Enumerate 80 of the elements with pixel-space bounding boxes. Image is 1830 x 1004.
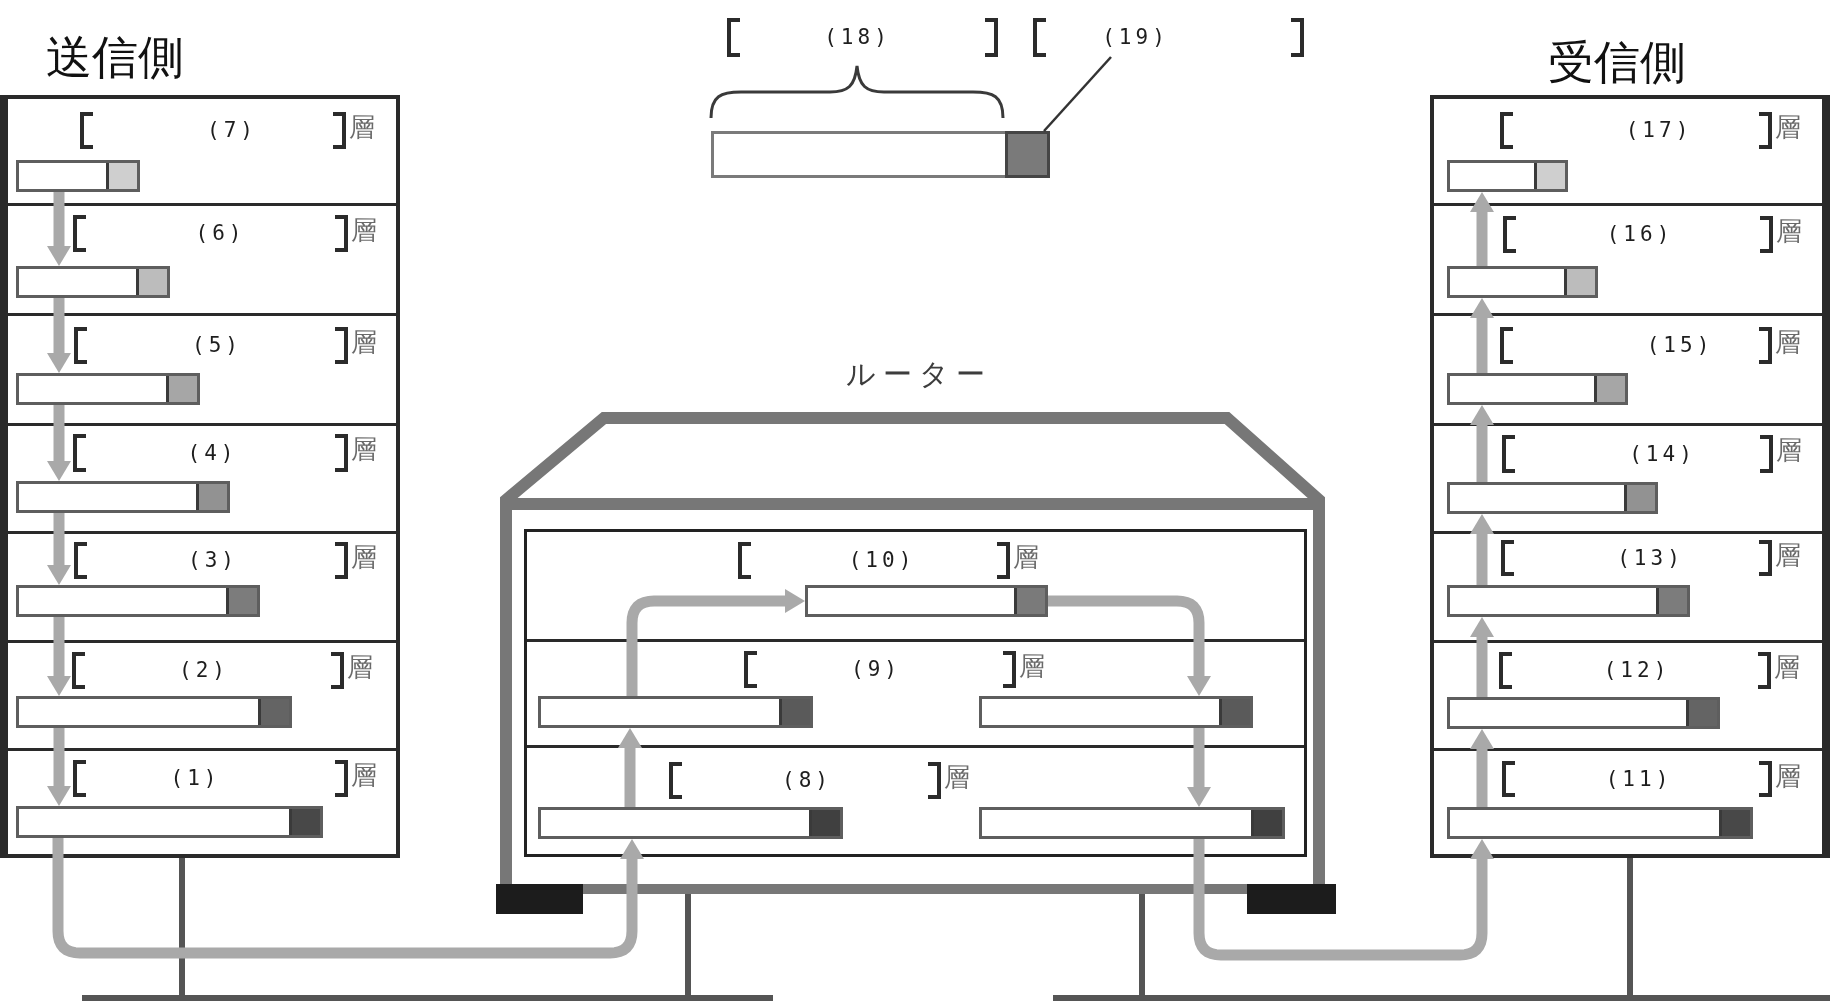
- flow-arrow: [618, 728, 642, 807]
- packet-bar: [16, 481, 230, 513]
- packet-bar: [1447, 585, 1690, 617]
- layer-label: 層: [944, 764, 970, 790]
- layer-label: 層: [1774, 654, 1800, 680]
- layer-label: 層: [1776, 437, 1802, 463]
- layer-frame: [524, 529, 1307, 857]
- flow-arrow: [47, 298, 71, 373]
- answer-box: (4): [73, 434, 348, 472]
- answer-box: (17): [1500, 112, 1772, 149]
- answer-box: (10): [738, 542, 1010, 579]
- flow-arrow: [47, 513, 71, 585]
- flow-arrow: [1470, 729, 1494, 807]
- packet-bar: [805, 585, 1048, 617]
- packet-bar: [979, 696, 1253, 728]
- flow-arrow: [1470, 405, 1494, 482]
- flow-arrow: [1187, 728, 1211, 807]
- layer-label: 層: [1775, 114, 1801, 140]
- packet-bar: [16, 806, 323, 838]
- answer-box: (13): [1501, 540, 1772, 576]
- packet-bar: [1447, 266, 1598, 298]
- layer-label: 層: [1775, 763, 1801, 789]
- layer-label: 層: [1776, 218, 1802, 244]
- flow-arrow: [47, 728, 71, 806]
- answer-box: (5): [74, 327, 348, 364]
- flow-arrow: [52, 838, 644, 959]
- layer-label: 層: [1019, 653, 1045, 679]
- answer-box: (19): [1033, 18, 1304, 57]
- packet-bar: [16, 266, 170, 298]
- layer-label: 層: [349, 114, 375, 140]
- answer-box: (1): [73, 760, 348, 797]
- layer-label: 層: [351, 436, 377, 462]
- answer-box: (15): [1500, 327, 1772, 364]
- packet-bar: [711, 131, 1050, 178]
- layer-label: 層: [351, 544, 377, 570]
- packet-bar: [538, 807, 843, 839]
- flow-arrow: [626, 589, 805, 696]
- answer-box: (18): [727, 18, 998, 57]
- answer-box: (12): [1499, 652, 1771, 689]
- layer-label: 層: [1013, 544, 1039, 570]
- flow-arrow: [47, 617, 71, 696]
- answer-box: (9): [744, 651, 1016, 688]
- layer-label: 層: [351, 217, 377, 243]
- packet-bar: [16, 160, 140, 192]
- packet-bar: [1447, 482, 1658, 514]
- flow-arrow: [1470, 617, 1494, 697]
- packet-bar: [16, 585, 260, 617]
- answer-box: (8): [669, 762, 941, 799]
- packet-bar: [16, 373, 200, 405]
- flow-arrow: [47, 405, 71, 481]
- stack-heading: 受信側: [1548, 39, 1686, 85]
- answer-box: (6): [73, 215, 348, 252]
- flow-arrow: [1470, 192, 1494, 266]
- answer-box: (16): [1503, 216, 1773, 253]
- packet-bar: [1447, 697, 1720, 729]
- packet-bar: [1447, 160, 1568, 192]
- packet-bar: [538, 696, 813, 728]
- layer-label: 層: [351, 329, 377, 355]
- header-block: [1005, 131, 1050, 178]
- flow-arrow: [1470, 514, 1494, 585]
- answer-box: (2): [72, 652, 344, 689]
- layer-label: 層: [1775, 542, 1801, 568]
- flow-arrow: [1193, 839, 1494, 961]
- packet-bar: [979, 807, 1285, 839]
- flow-arrow: [47, 192, 71, 266]
- router-heading: ルーター: [846, 360, 992, 389]
- layer-label: 層: [1775, 329, 1801, 355]
- stack-heading: 送信側: [46, 34, 184, 80]
- answer-box: (3): [74, 542, 348, 579]
- answer-box: (14): [1502, 435, 1773, 473]
- leader-line: [1043, 56, 1112, 132]
- answer-box: (7): [80, 112, 346, 149]
- packet-bar: [16, 696, 292, 728]
- flow-arrow: [1048, 595, 1211, 696]
- answer-box: (11): [1502, 761, 1772, 797]
- flow-arrow: [1470, 298, 1494, 373]
- packet-bar: [1447, 807, 1753, 839]
- packet-bar: [1447, 373, 1628, 405]
- layer-label: 層: [351, 762, 377, 788]
- layer-label: 層: [347, 654, 373, 680]
